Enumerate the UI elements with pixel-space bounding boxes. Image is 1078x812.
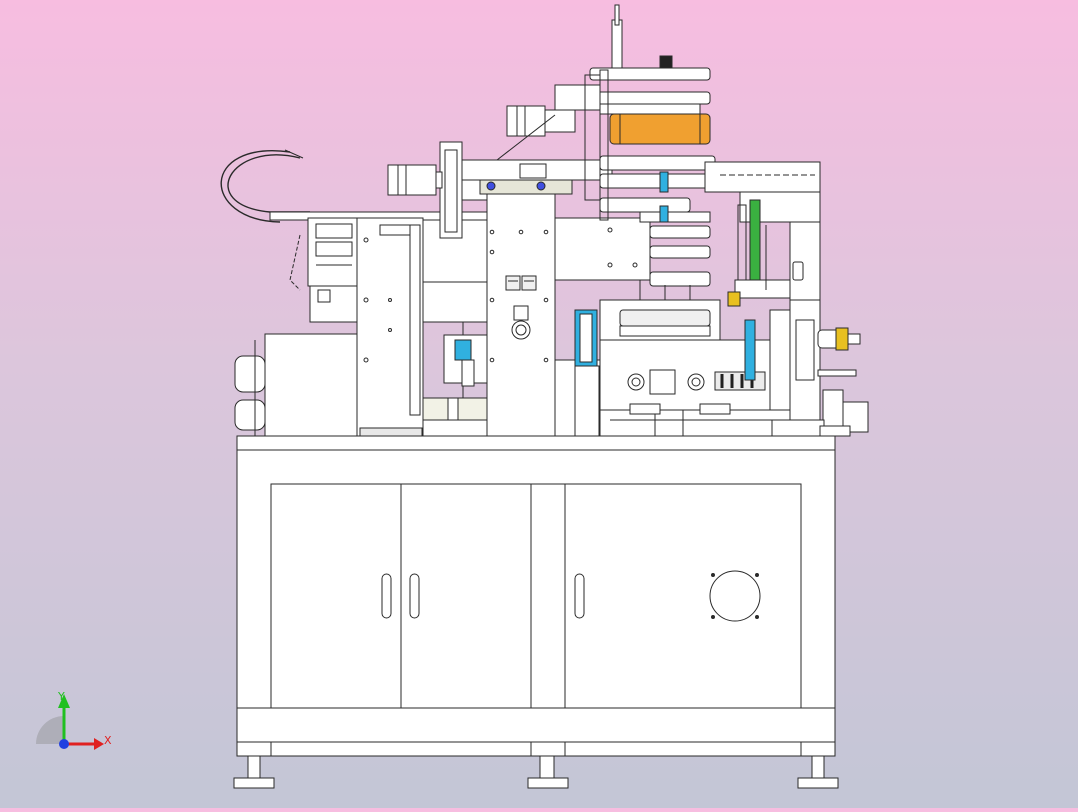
base-cabinet bbox=[233, 435, 839, 789]
center-column bbox=[461, 159, 651, 437]
orange-cylinder bbox=[609, 113, 711, 145]
left-column bbox=[356, 217, 424, 437]
cabinet-door-1[interactable] bbox=[270, 483, 402, 709]
vertical-rail bbox=[439, 141, 463, 239]
lower-mechanism bbox=[554, 299, 801, 437]
door-handle-2[interactable] bbox=[409, 573, 420, 619]
y-axis-label: Y bbox=[57, 690, 65, 703]
pressure-gauge-2 bbox=[627, 373, 645, 391]
left-assembly bbox=[220, 141, 491, 437]
control-box-left bbox=[264, 333, 358, 437]
axis-triad: Y X bbox=[36, 690, 112, 750]
vent-cover bbox=[709, 570, 761, 622]
z-axis-dot bbox=[59, 739, 69, 749]
upper-tower bbox=[496, 4, 716, 300]
cabinet-door-3[interactable] bbox=[564, 483, 802, 709]
leveling-feet bbox=[233, 755, 839, 789]
cabinet-door-divider bbox=[530, 483, 566, 709]
stepper-motor bbox=[506, 105, 546, 137]
door-handle-3[interactable] bbox=[574, 573, 585, 619]
right-lower-assembly bbox=[771, 299, 869, 437]
green-rail bbox=[749, 199, 761, 291]
door-handle-1[interactable] bbox=[381, 573, 392, 619]
sensor-yellow bbox=[835, 327, 849, 351]
cabinet-door-2[interactable] bbox=[400, 483, 532, 709]
servo-motor-left bbox=[387, 164, 437, 196]
pressure-gauge-1 bbox=[511, 320, 531, 340]
x-axis-label: X bbox=[104, 734, 112, 747]
cabinet-top-plate bbox=[236, 435, 836, 451]
right-upper-assembly bbox=[704, 161, 821, 307]
pressure-gauge-3 bbox=[687, 373, 705, 391]
